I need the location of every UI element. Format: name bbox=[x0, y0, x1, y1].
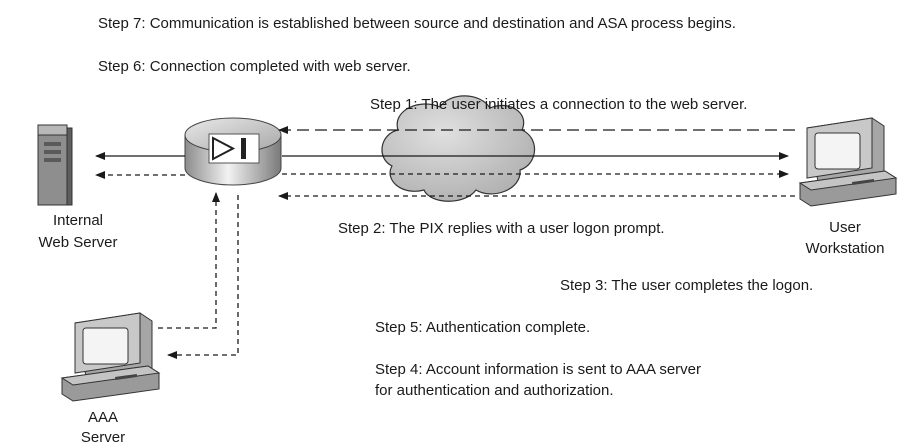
web-server-label-line1: Internal bbox=[52, 212, 104, 229]
user-workstation-icon bbox=[798, 117, 898, 207]
arrow-step4 bbox=[167, 195, 239, 359]
arrow-step5 bbox=[158, 192, 220, 329]
step5-label: Step 5: Authentication complete. bbox=[375, 319, 591, 336]
step6-label: Step 6: Connection completed with web se… bbox=[98, 58, 411, 75]
workstation-label-line1: User bbox=[829, 219, 861, 236]
web-server-label-line2: Web Server bbox=[38, 234, 118, 251]
step4-label-line1: Step 4: Account information is sent to A… bbox=[375, 361, 702, 378]
aaa-label-line1: AAA bbox=[87, 409, 118, 426]
workstation-label-line2: Workstation bbox=[805, 240, 885, 257]
step3-label: Step 3: The user completes the logon. bbox=[560, 277, 814, 294]
step4-label-line2: for authentication and authorization. bbox=[375, 382, 614, 399]
aaa-label-line2: Server bbox=[80, 429, 126, 446]
step1-label: Step 1: The user initiates a connection … bbox=[370, 96, 748, 113]
step7-label: Step 7: Communication is established bet… bbox=[98, 15, 736, 32]
web-server-icon bbox=[37, 124, 73, 206]
aaa-server-icon bbox=[60, 312, 161, 402]
internet-cloud-icon bbox=[381, 95, 536, 202]
step2-label: Step 2: The PIX replies with a user logo… bbox=[338, 220, 665, 237]
pix-firewall-icon bbox=[184, 117, 282, 186]
